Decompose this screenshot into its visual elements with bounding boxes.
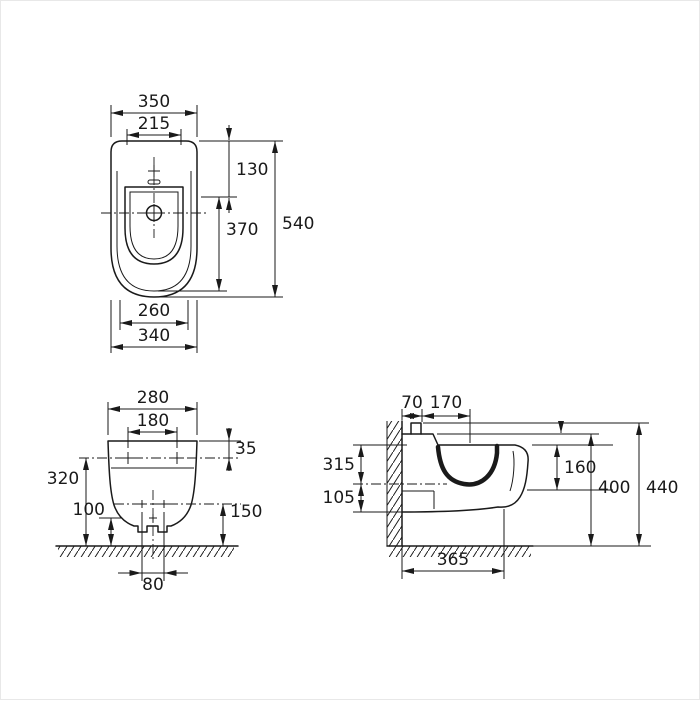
apron-inner-line <box>509 450 515 492</box>
dim-wall-to-tap: 70 <box>401 393 423 413</box>
bowl-outline <box>124 186 184 265</box>
floor-hatch-side <box>389 546 531 557</box>
plan-centerlines <box>101 157 208 238</box>
ext-lines-160 <box>527 444 613 491</box>
bowl-profile <box>435 443 500 487</box>
dim-bottom-holes-spacing: 80 <box>142 575 164 595</box>
trap-lines <box>402 490 435 509</box>
dim-bottom-inner-width: 260 <box>138 301 170 321</box>
dim-front-to-tap: 130 <box>236 160 268 180</box>
dim-lower-holes-height: 150 <box>230 502 262 522</box>
floor-hatch-front <box>58 546 234 557</box>
dim-overall-height: 440 <box>646 478 678 498</box>
dim-top-width: 280 <box>137 388 169 408</box>
dim-depth-projection: 365 <box>437 550 469 570</box>
bidet-outline-front <box>107 440 198 533</box>
top-view: 350 215 130 370 540 260 340 <box>101 92 314 353</box>
inner-shell-line <box>116 171 192 292</box>
dim-rim-height: 400 <box>598 478 630 498</box>
bowl-inner-line <box>129 191 179 260</box>
ext-lines-70-170 <box>401 409 471 443</box>
tap-sleeve <box>410 422 422 435</box>
dim-upper-section: 315 <box>323 455 355 475</box>
dim-overall-width: 350 <box>138 92 170 112</box>
dim-fixing-holes-height: 320 <box>47 469 79 489</box>
dim-inner-width: 215 <box>138 114 170 134</box>
dim-lower-section: 105 <box>323 488 355 508</box>
dim-top-to-fixing-holes: 35 <box>235 439 257 459</box>
front-view: 280 180 35 320 100 150 80 <box>47 388 263 595</box>
dim-tap-to-front-fixing: 170 <box>430 393 462 413</box>
ext-lines-80 <box>141 512 165 581</box>
dim-bottom-width: 340 <box>138 326 170 346</box>
dim-front-apron-height: 160 <box>564 458 596 478</box>
dim-tap-to-drain: 370 <box>226 220 258 240</box>
wall-hatch <box>387 421 402 546</box>
dim-fixing-holes-spacing: 180 <box>137 411 169 431</box>
bidet-outline-side <box>401 433 529 513</box>
dim-bottom-clearance: 100 <box>73 500 105 520</box>
bidet-outline-plan <box>110 140 198 298</box>
dim-overall-depth: 540 <box>282 214 314 234</box>
side-view: 70 170 315 105 160 400 440 365 <box>323 393 678 579</box>
